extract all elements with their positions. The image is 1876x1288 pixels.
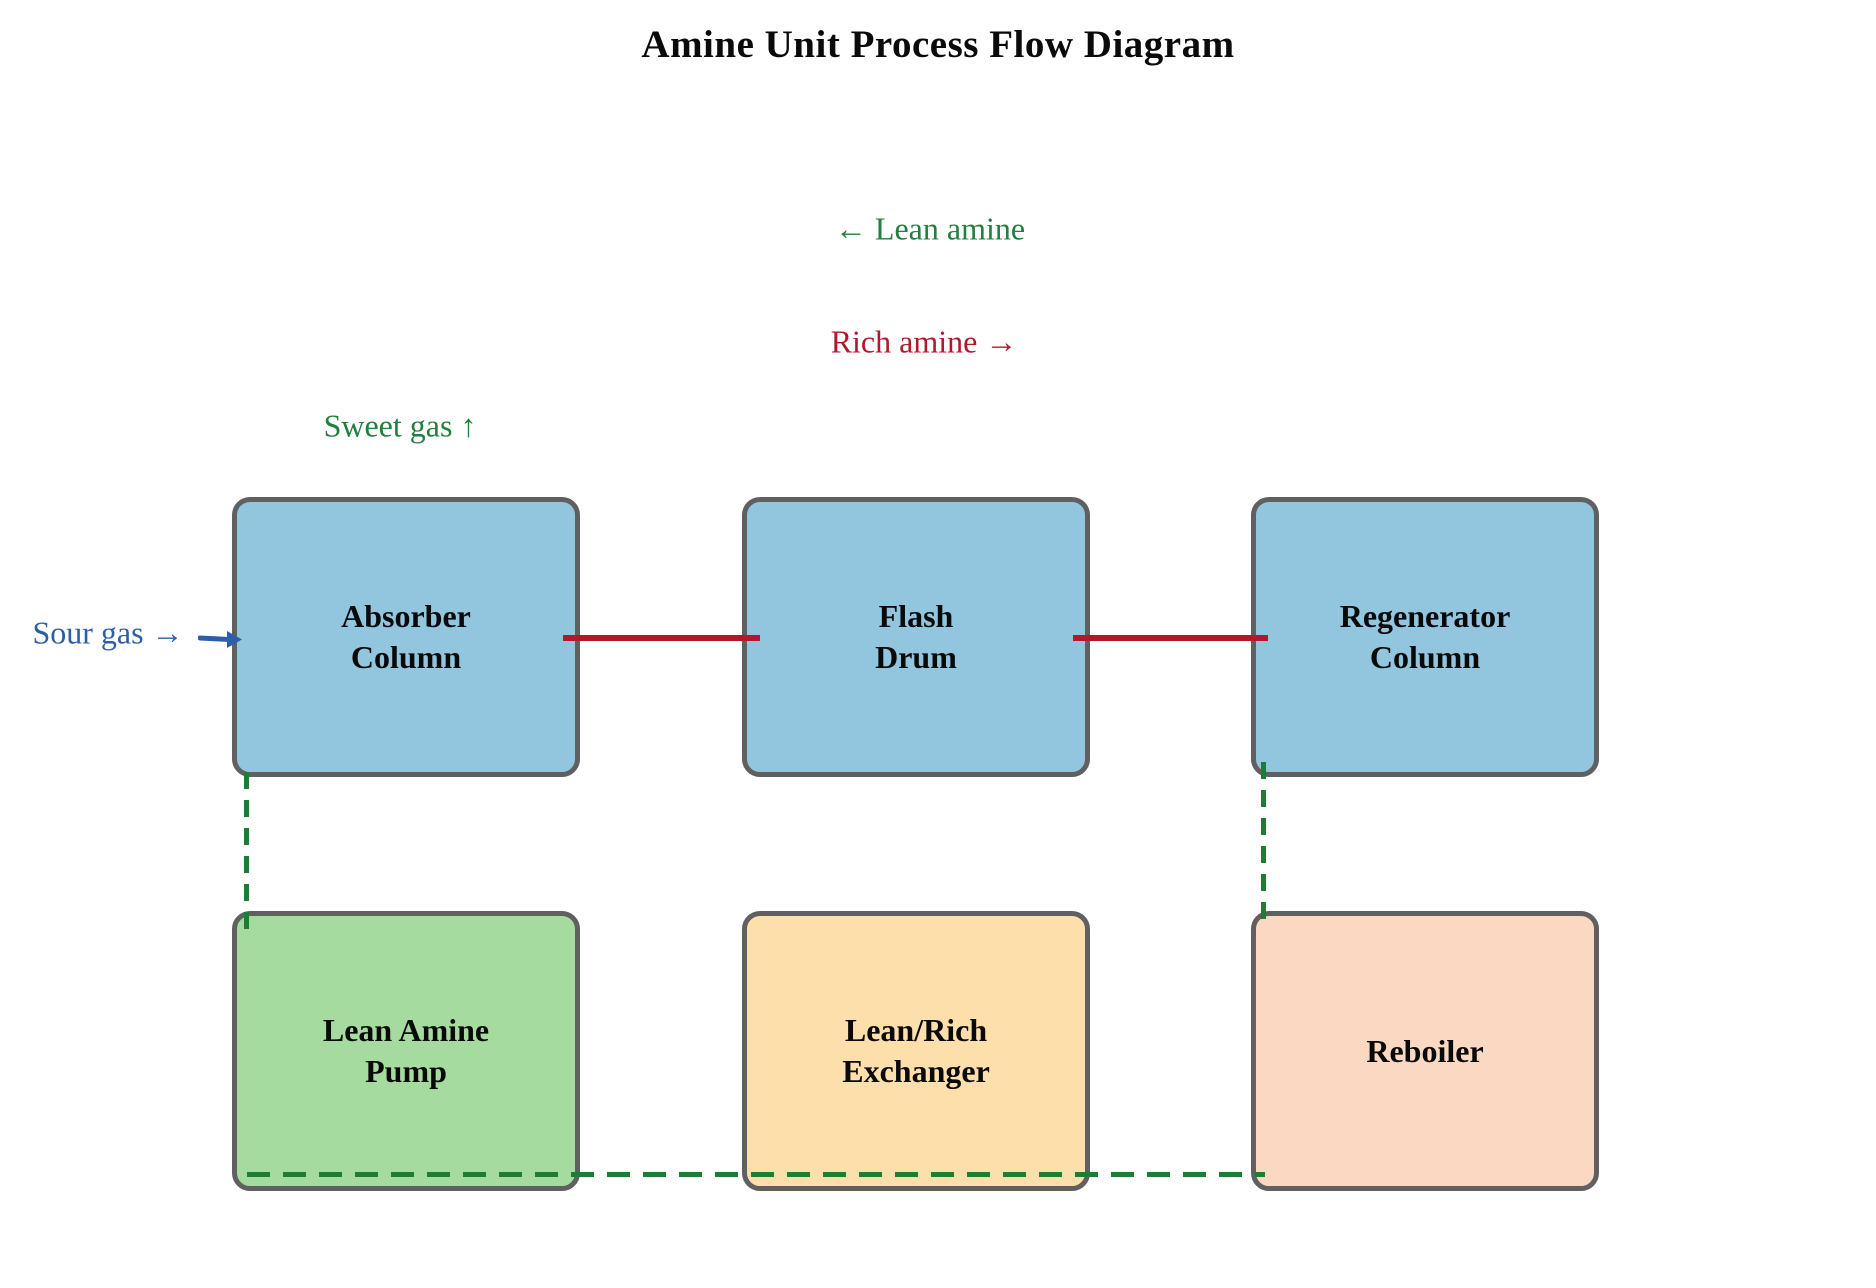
lean-amine-dashed-line-pump-to-reboiler [247,1172,1265,1177]
diagram-title: Amine Unit Process Flow Diagram [641,23,1235,66]
node-absorber-column: Absorber Column [232,497,580,777]
absorber-column-label: Absorber Column [341,598,471,675]
rich-amine-line-absorber-to-flash [563,635,760,641]
lean-amine-stream-label: ← Lean amine [834,210,1026,247]
sweet-gas-stream-label: Sweet gas ↑ [323,407,477,444]
lean-amine-dashed-line-regenerator-to-reboiler [1261,762,1266,922]
node-reboiler: Reboiler [1251,911,1599,1191]
node-lean-amine-pump: Lean Amine Pump [232,911,580,1191]
lean-amine-pump-label: Lean Amine Pump [322,1012,490,1089]
node-lean-rich-exchanger: Lean/Rich Exchanger [742,911,1090,1191]
node-flash-drum: Flash Drum [742,497,1090,777]
lean-rich-exchanger-label: Lean/Rich Exchanger [842,1012,990,1089]
flash-drum-label: Flash Drum [875,598,957,675]
rich-amine-line-flash-to-regenerator [1073,635,1268,641]
regenerator-column-label: Regenerator Column [1339,598,1511,675]
node-regenerator-column: Regenerator Column [1251,497,1599,777]
lean-amine-dashed-line-absorber-to-pump [244,772,249,930]
sour-gas-stream-label: Sour gas → [32,614,184,651]
sour-gas-arrow-icon [198,631,242,648]
rich-amine-stream-label: Rich amine → [830,323,1018,360]
reboiler-label: Reboiler [1366,1032,1484,1069]
